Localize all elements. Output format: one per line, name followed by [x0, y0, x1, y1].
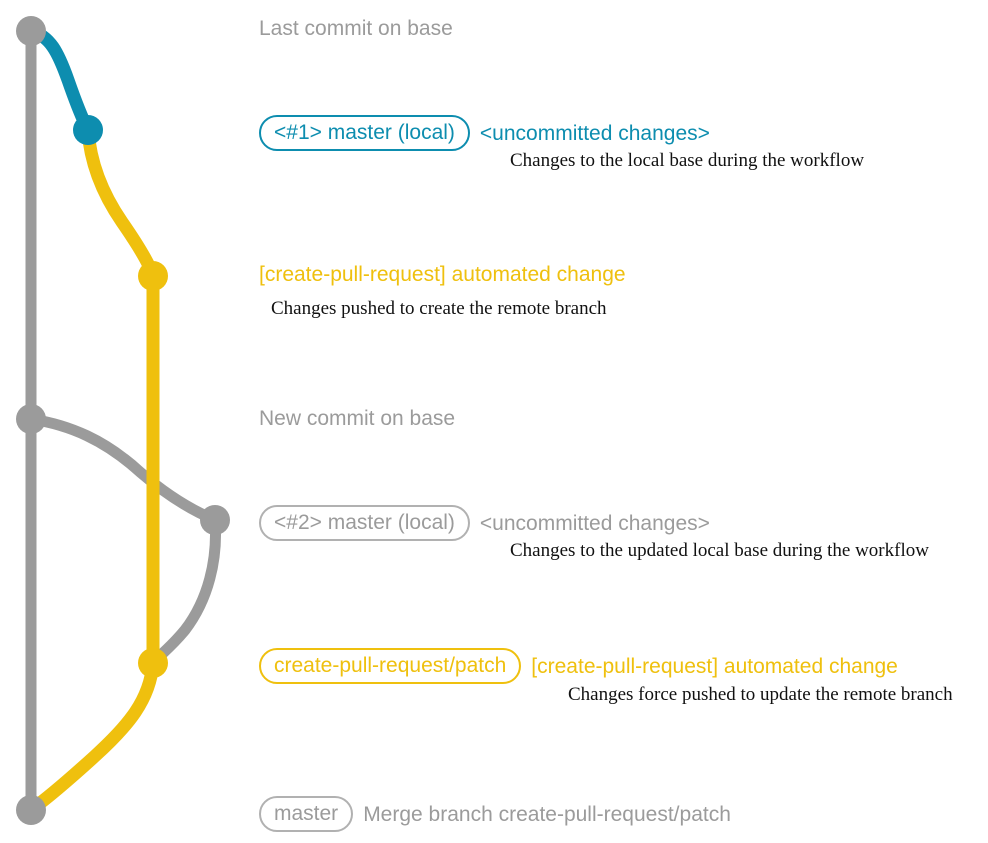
note-local-1: Changes to the local base during the wor…	[510, 150, 865, 171]
commit-subject-last-commit: Last commit on base	[259, 17, 453, 40]
row-merge: master Merge branch create-pull-request/…	[259, 796, 731, 832]
row-patch-1: [create-pull-request] automated change	[259, 264, 626, 285]
patch2-to-merge-line	[24, 656, 160, 817]
commit-node-patch-2[interactable]	[138, 648, 168, 678]
commit-subject-patch-1: [create-pull-request] automated change	[259, 263, 626, 286]
base-to-local2-line	[25, 413, 221, 526]
commit-subject-new-commit: New commit on base	[259, 407, 456, 430]
commit-subject-local-2: <uncommitted changes>	[479, 511, 710, 535]
local2-to-patch2-line	[147, 514, 221, 669]
commit-node-local-1[interactable]	[73, 115, 103, 145]
branch-tag-master-local-2[interactable]: <#2> master (local)	[259, 505, 470, 541]
note-patch-2: Changes force pushed to update the remot…	[568, 684, 953, 705]
commit-subject-merge: Merge branch create-pull-request/patch	[363, 802, 731, 826]
note-local-2: Changes to the updated local base during…	[510, 540, 929, 561]
commit-subject-local-1: <uncommitted changes>	[479, 121, 710, 145]
branch-tag-master-local-1[interactable]: <#1> master (local)	[259, 115, 470, 151]
commit-node-patch-1[interactable]	[138, 261, 168, 291]
local1-to-patch1-line	[81, 123, 160, 283]
row-patch-2: create-pull-request/patch [create-pull-r…	[259, 648, 898, 684]
row-new-commit: New commit on base	[259, 408, 455, 429]
note-patch-1: Changes pushed to create the remote bran…	[271, 298, 607, 319]
commit-graph	[16, 16, 230, 825]
branch-tag-master[interactable]: master	[259, 796, 354, 832]
row-local-1: <#1> master (local) <uncommitted changes…	[259, 115, 710, 151]
commit-node-base-new[interactable]	[16, 404, 46, 434]
branch-tag-create-pull-request-patch[interactable]: create-pull-request/patch	[259, 648, 522, 684]
commit-node-local-2[interactable]	[200, 505, 230, 535]
local1-branch-line	[24, 24, 95, 137]
row-local-2: <#2> master (local) <uncommitted changes…	[259, 505, 710, 541]
commit-subject-patch-2: [create-pull-request] automated change	[531, 654, 898, 678]
commit-node-base-merge[interactable]	[16, 795, 46, 825]
commit-node-base-last[interactable]	[16, 16, 46, 46]
row-last-commit: Last commit on base	[259, 18, 453, 39]
